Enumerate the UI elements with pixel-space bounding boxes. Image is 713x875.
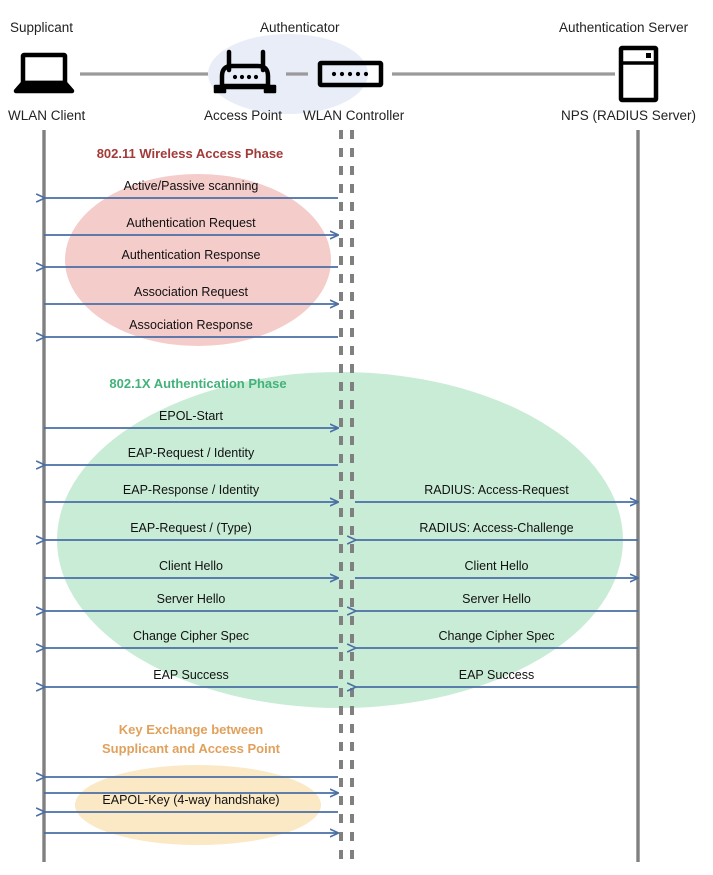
role-title-supplicant: Supplicant [10,20,74,35]
phase-80211-region [65,174,331,346]
phase-key-exchange-label-line-2: Supplicant and Access Point [102,740,280,756]
phase-key-exchange-region [75,765,321,845]
message-label-m6: EPOL-Start [159,409,223,423]
message-label-m17: Change Cipher Spec [438,629,555,643]
device-label-nps_server: NPS (RADIUS Server) [561,108,697,123]
message-label-m1: Active/Passive scanning [123,179,259,193]
role-title-authenticator: Authenticator [260,20,340,35]
message-label-m14: Server Hello [156,592,226,606]
laptop-icon [13,52,75,94]
message-label-m7: EAP-Request / Identity [127,446,255,460]
phase-8021x-label: 802.1X Authentication Phase [109,376,287,391]
message-label-m19: EAP Success [458,668,535,682]
message-label-m15: Server Hello [462,592,531,606]
message-label-m10: EAP-Request / (Type) [130,521,252,535]
message-label-m8: EAP-Response / Identity [122,483,260,497]
message-label-m4: Association Request [134,285,248,299]
device-label-wlan_client: WLAN Client [8,108,86,123]
message-label-m2: Authentication Request [126,216,256,230]
message-label-m12: Client Hello [159,559,223,573]
network-switch-icon [317,60,384,88]
phase-8021x-region [57,372,623,708]
wireless-router-icon [213,49,277,94]
message-label-m5: Association Response [129,318,253,332]
message-label-m3: Authentication Response [121,248,261,262]
message-label-m16: Change Cipher Spec [132,629,250,643]
message-label-m18: EAP Success [153,668,229,682]
message-label-m22: EAPOL-Key (4-way handshake) [102,793,280,807]
device-label-access_point: Access Point [204,108,283,123]
role-title-auth_server: Authentication Server [559,20,689,35]
phase-key-exchange-label-line-1: Key Exchange between [118,722,264,737]
message-label-m13: Client Hello [464,559,529,573]
message-label-m11: RADIUS: Access-Challenge [419,521,574,535]
phase-80211-label: 802.11 Wireless Access Phase [96,146,284,161]
server-tower-icon [618,45,659,103]
device-label-wlan_controller: WLAN Controller [303,108,405,123]
message-label-m9: RADIUS: Access-Request [424,483,569,497]
